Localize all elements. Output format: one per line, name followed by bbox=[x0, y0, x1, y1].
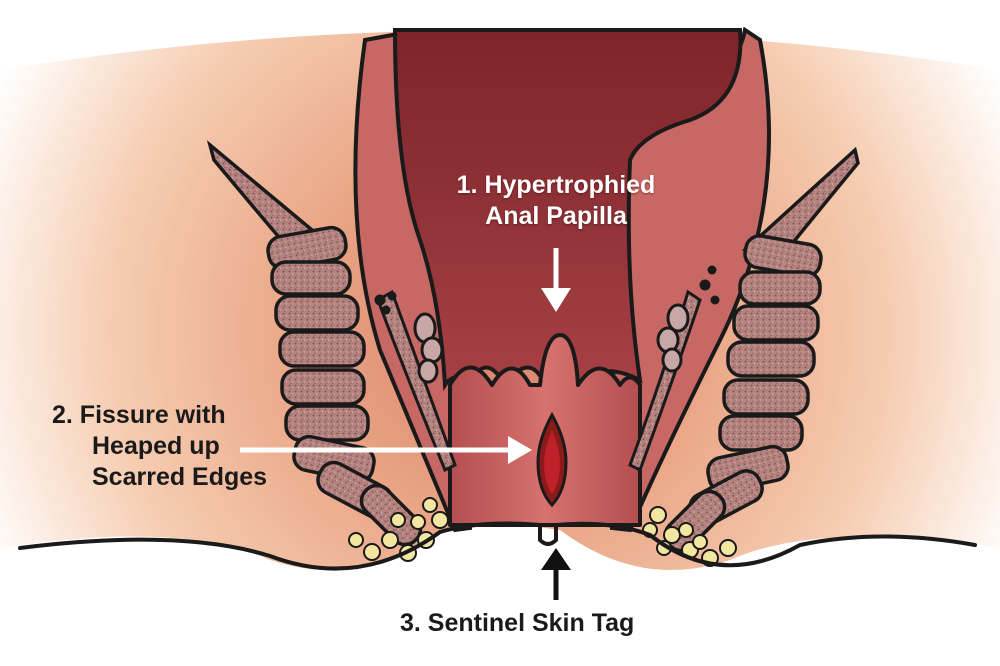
right-anal-glands bbox=[656, 265, 720, 373]
label-skin-tag-line1: 3. Sentinel Skin Tag bbox=[400, 609, 635, 637]
left-fat-globules bbox=[348, 497, 449, 562]
arrow-skin-tag bbox=[541, 548, 571, 600]
arrow-fissure bbox=[240, 436, 532, 464]
label-fissure: 2. Fissure with Heaped up Scarred Edges bbox=[52, 400, 267, 493]
left-internal-sphincter bbox=[376, 289, 457, 473]
left-external-sphincter bbox=[266, 225, 423, 547]
label-papilla-line2: Anal Papilla bbox=[485, 202, 627, 230]
label-fissure-line3: Scarred Edges bbox=[92, 463, 268, 491]
label-hypertrophied-papilla: 1. Hypertrophied Anal Papilla bbox=[420, 170, 692, 232]
fissure bbox=[536, 411, 568, 508]
label-fissure-line2: Heaped up bbox=[92, 432, 220, 460]
label-sentinel-skin-tag: 3. Sentinel Skin Tag bbox=[400, 608, 634, 639]
label-fissure-line1: 2. Fissure with bbox=[52, 401, 226, 429]
left-anal-glands bbox=[374, 291, 444, 384]
skin-surface-line bbox=[18, 521, 977, 571]
arrow-papilla bbox=[541, 248, 571, 312]
label-papilla-line1: 1. Hypertrophied bbox=[456, 171, 656, 199]
right-fat-globules bbox=[642, 506, 737, 567]
